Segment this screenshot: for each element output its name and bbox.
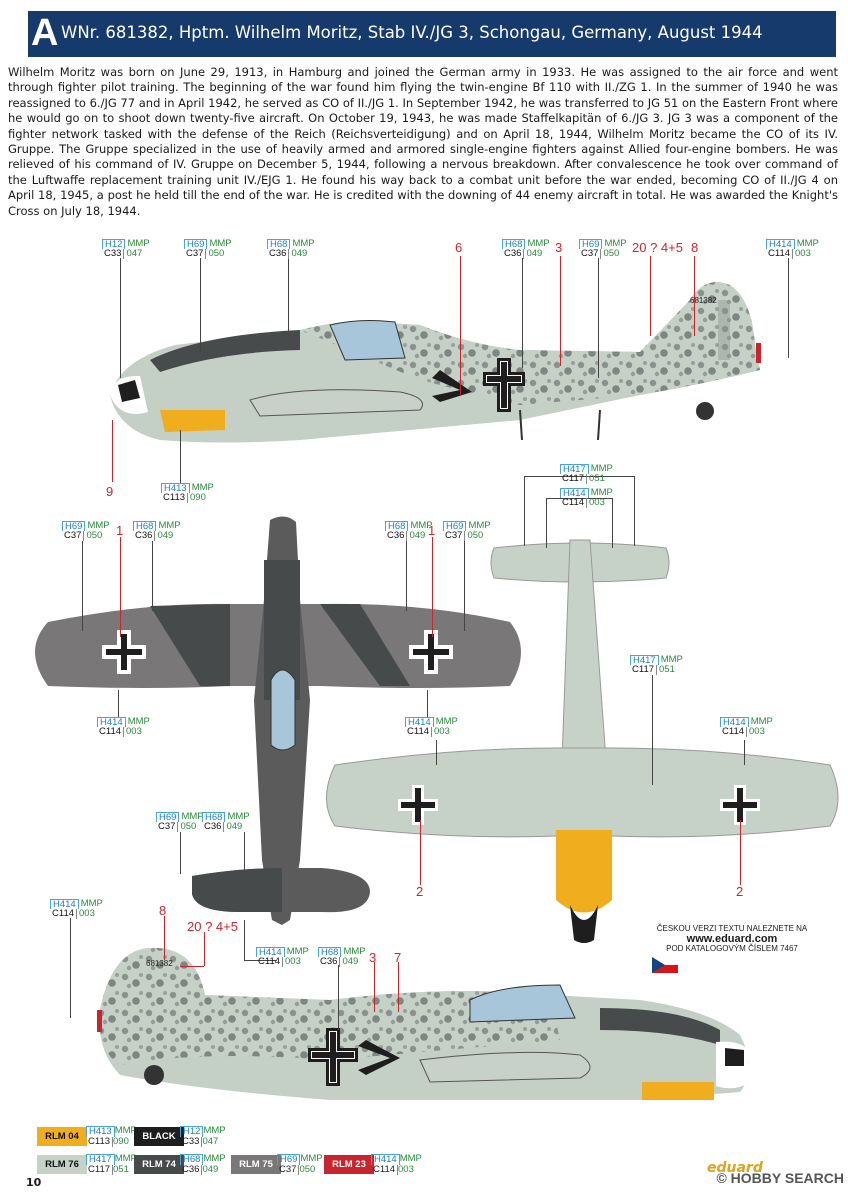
top-view [35,516,521,925]
ref-number-3-top: 3 [555,240,563,255]
legend-chip-rlm04: RLM 04 [37,1127,87,1146]
eduard-logo: eduard [707,1160,763,1176]
czech-version-note: ČESKOU VERZI TEXTU NALEZNETE NA www.edua… [652,924,812,954]
fuselage-serial-bottom: 681382 [146,959,173,968]
ref-number-6: 6 [455,240,463,255]
header-banner: A WNr. 681382, Hptm. Wilhelm Moritz, Sta… [28,11,836,57]
top-wing-crosses [102,630,453,674]
right-side-profile: 681382 [97,947,750,1100]
ref-number-1-right: 1 [428,523,436,538]
profile-letter: A [31,12,59,54]
ref-number-2-right: 2 [736,884,744,899]
ref-number-2-left: 2 [416,884,424,899]
underside-view [326,539,839,943]
ref-number-8-top: 8 [691,240,699,255]
profile-title: WNr. 681382, Hptm. Wilhelm Moritz, Stab … [61,23,763,42]
czech-note-line1: ČESKOU VERZI TEXTU NALEZNETE NA [656,924,808,933]
eduard-url: www.eduard.com [686,933,778,945]
fuselage-serial-top: 681382 [690,296,717,305]
ref-number-3-bottom: 3 [369,950,377,965]
czech-note-line3: POD KATALOGOVÝM ČÍSLEM 7467 [666,944,798,953]
history-paragraph: Wilhelm Moritz was born on June 29, 1913… [8,65,838,218]
legend-chip-rlm74: RLM 74 [134,1155,184,1174]
ref-number-20-bottom: 20 ? 4+5 [187,919,238,934]
ref-number-1-left: 1 [116,523,124,538]
ref-number-20-top: 20 ? 4+5 [632,240,683,255]
left-side-profile: 681382 [110,282,761,443]
legend-chip-rlm75: RLM 75 [231,1155,281,1174]
ref-number-7: 7 [394,950,402,965]
page-number: 10 [26,1176,42,1189]
ref-number-8-bottom: 8 [159,903,167,918]
legend-chip-rlm23: RLM 23 [324,1155,374,1174]
legend-chip-black: BLACK [134,1127,184,1146]
czech-flag-icon [652,957,678,973]
hobby-search-watermark: © HOBBY SEARCH [716,1170,844,1186]
ref-number-9: 9 [106,484,114,499]
legend-chip-rlm76: RLM 76 [37,1155,87,1174]
